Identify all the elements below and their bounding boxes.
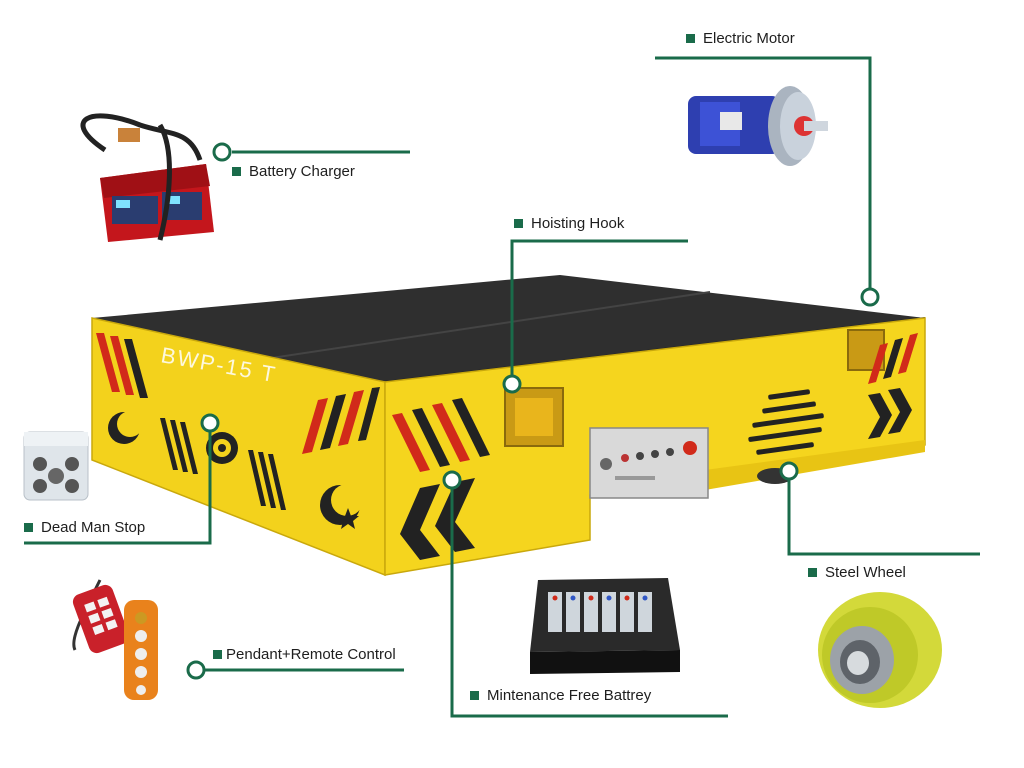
bullet-square-icon	[24, 523, 33, 532]
bullet-square-icon	[213, 650, 222, 659]
battery-charger-picture	[80, 113, 214, 242]
dead-man-stop-text: Dead Man Stop	[41, 519, 146, 536]
battery-picture	[530, 578, 680, 674]
label-steel-wheel: Steel Wheel	[808, 564, 906, 581]
dead-man-stop-picture	[23, 431, 89, 501]
leader-lines	[24, 56, 980, 718]
cart-top-deck	[92, 275, 925, 382]
electric-motor-text: Electric Motor	[703, 30, 795, 47]
pendant-remote-text: Pendant+Remote Control	[226, 646, 396, 663]
bullet-square-icon	[686, 34, 695, 43]
label-pendant-remote: Pendant+Remote Control	[213, 646, 396, 663]
hoisting-hook-text: Hoisting Hook	[531, 215, 625, 232]
label-hoisting-hook: Hoisting Hook	[514, 215, 624, 232]
bullet-square-icon	[232, 167, 241, 176]
bullet-square-icon	[808, 568, 817, 577]
label-dead-man-stop: Dead Man Stop	[24, 519, 145, 536]
electric-motor-picture	[688, 86, 828, 166]
steel-wheel-picture	[818, 592, 942, 708]
bullet-square-icon	[514, 219, 523, 228]
label-battery-charger: Battery Charger	[232, 163, 355, 180]
bullet-square-icon	[470, 691, 479, 700]
steel-wheel-text: Steel Wheel	[825, 564, 906, 581]
control-panel	[589, 427, 709, 499]
battery-text: Mintenance Free Battrey	[487, 687, 652, 704]
left-stripes	[96, 333, 134, 395]
battery-charger-text: Battery Charger	[249, 163, 355, 180]
anchor-points	[186, 142, 880, 680]
label-electric-motor: Electric Motor	[686, 30, 795, 47]
label-battery: Mintenance Free Battrey	[470, 687, 651, 704]
pendant-remote-picture	[72, 579, 158, 700]
